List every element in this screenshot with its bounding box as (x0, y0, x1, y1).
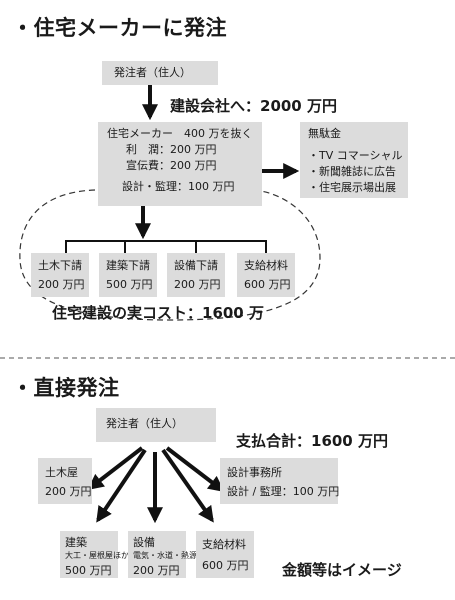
subcontractor-name: 建築下請 (106, 259, 150, 272)
house-maker-box: 住宅メーカー 400 万を抜く 利 潤：200 万円 宣伝費：200 万円 設計… (98, 122, 262, 206)
design-office-amount: 設計 / 監理：100 万円 (227, 485, 340, 499)
maker-profit: 利 潤：200 万円 (126, 142, 217, 156)
subcontractor-amount: 200 万円 (174, 278, 221, 292)
contractor-amount: 200 万円 (45, 485, 92, 499)
contractor-name: 建築 (65, 536, 87, 549)
subcontractor-building: 建築下請 500 万円 (99, 253, 157, 297)
total-payment-label: 支払合計：1600 万円 (236, 432, 388, 450)
subcontractor-bracket (65, 240, 267, 253)
contractor-name: 土木屋 (45, 466, 78, 479)
contractor-amount: 200 万円 (133, 563, 180, 577)
subcontractor-name: 支給材料 (244, 259, 288, 272)
design-office-box: 設計事務所 設計 / 監理：100 万円 (220, 458, 340, 504)
real-cost-label: 住宅建設の実コスト：1600 万 (52, 304, 264, 322)
dashed-real-cost-boundary (19, 189, 321, 321)
equipment-contractor-box: 設備 電気・水道・熱源 200 万円 (128, 531, 197, 578)
subcontractor-amount: 200 万円 (38, 278, 85, 292)
maker-advertising: 宣伝費：200 万円 (126, 158, 217, 172)
client-box-maker-route: 発注者（住人） (102, 61, 218, 85)
waste-item-newspaper: ・新聞雑誌に広告 (308, 164, 396, 178)
wasted-money-box: 無駄金 ・TV コマーシャル ・新聞雑誌に広告 ・住宅展示場出展 (300, 122, 408, 198)
subcontractor-materials: 支給材料 600 万円 (237, 253, 295, 297)
contractor-amount: 500 万円 (65, 563, 112, 577)
waste-item-tv: ・TV コマーシャル (308, 148, 403, 162)
contractor-name: 設備 (133, 536, 155, 549)
subcontractor-civil: 土木下請 200 万円 (31, 253, 89, 297)
contractor-sub: 電気・水道・熱源 (133, 550, 197, 560)
contract-amount-label: 建設会社へ：2000 万円 (170, 97, 337, 115)
subcontractor-amount: 600 万円 (244, 278, 291, 292)
direct-order-arrows (87, 446, 225, 524)
waste-title: 無駄金 (308, 127, 341, 140)
maker-design: 設計・監理：100 万円 (122, 179, 235, 193)
maker-title: 住宅メーカー 400 万を抜く (107, 127, 253, 140)
design-office-name: 設計事務所 (227, 466, 282, 479)
client-box-direct-route: 発注者（住人） (96, 408, 216, 442)
section1-heading: ・住宅メーカーに発注 (12, 16, 227, 40)
supplied-materials-box: 支給材料 600 万円 (196, 531, 254, 578)
section2-heading: ・直接発注 (12, 376, 120, 400)
materials-amount: 600 万円 (202, 558, 249, 572)
building-contractor-box: 建築 大工・屋根屋ほか 500 万円 (60, 531, 129, 578)
client-label: 発注者（住人） (106, 417, 183, 430)
contractor-sub: 大工・屋根屋ほか (65, 550, 129, 560)
client-label: 発注者（住人） (114, 66, 191, 79)
civil-contractor-box: 土木屋 200 万円 (38, 458, 92, 504)
subcontractor-name: 土木下請 (38, 259, 82, 272)
materials-name: 支給材料 (202, 538, 246, 551)
image-note: 金額等はイメージ (282, 561, 402, 579)
subcontractor-name: 設備下請 (174, 259, 218, 272)
waste-item-showroom: ・住宅展示場出展 (308, 180, 396, 194)
subcontractor-amount: 500 万円 (106, 278, 153, 292)
subcontractor-equipment: 設備下請 200 万円 (167, 253, 225, 297)
